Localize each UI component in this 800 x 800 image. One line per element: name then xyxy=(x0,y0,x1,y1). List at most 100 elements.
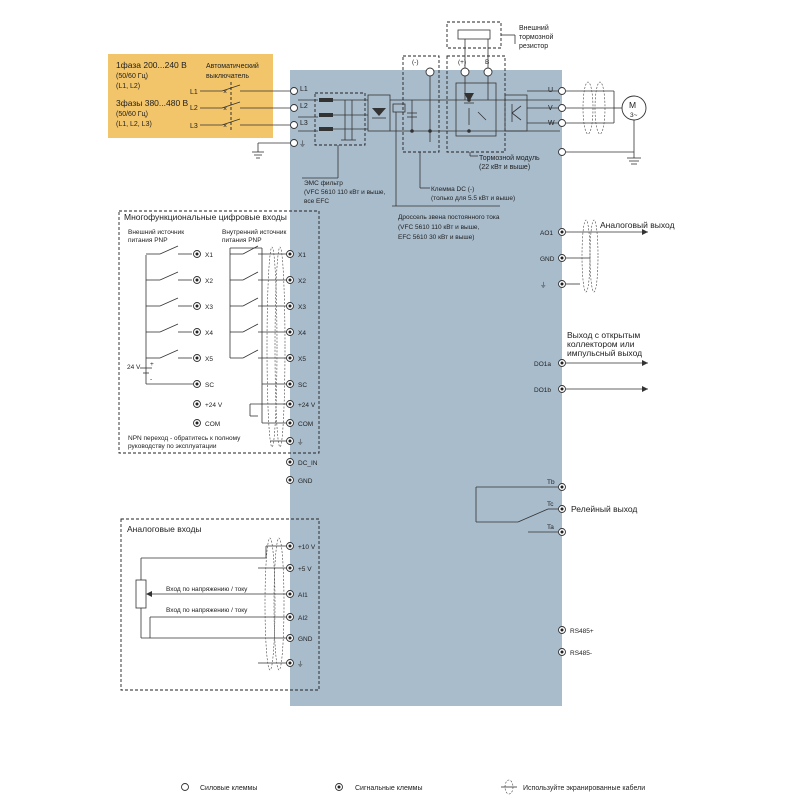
battery-minus: - xyxy=(150,376,152,383)
terminal-label-l1: L1 xyxy=(300,86,308,93)
label-tb: Tb xyxy=(547,479,555,486)
breaker-label-1: Автоматический xyxy=(206,62,259,70)
int-source-label-1: Внутренний источник xyxy=(222,228,286,236)
brake-resistor-label-3: резистор xyxy=(519,43,548,50)
brake-module-label-1: Тормозной модуль xyxy=(479,154,540,162)
analog-label-ai2: AI2 xyxy=(298,615,308,622)
terminal-label-l3: L3 xyxy=(300,120,308,127)
breaker-label-2: выключатель xyxy=(206,73,249,80)
choke-label-3: EFC 5610 30 кВт и выше) xyxy=(398,234,474,241)
int-switches xyxy=(229,245,290,448)
analog-label-10v: +10 V xyxy=(298,544,316,551)
supply-three-phase-lines: (L1, L2, L3) xyxy=(116,121,152,128)
motor-label: M xyxy=(629,100,636,110)
breaker-x-2: × xyxy=(223,106,227,113)
analog-label-gnd: GND xyxy=(298,636,313,643)
legend-signal-label: Сигнальные клеммы xyxy=(355,785,423,792)
ground-icon: ⏚ xyxy=(299,140,306,148)
analog-inputs-box xyxy=(120,518,320,691)
callout-leaders xyxy=(302,112,500,207)
analog-terminal-strip xyxy=(286,542,294,667)
int-source-label-2: питания PNP xyxy=(222,237,262,244)
drive-label-com: COM xyxy=(298,421,313,428)
terminal-label-w: W xyxy=(548,120,555,127)
supply-three-phase: 3фазы 380...480 В xyxy=(116,98,189,108)
drive-label-sc: SC xyxy=(298,382,307,389)
emc-label-2: (VFC 5610 110 кВт и выше, xyxy=(304,189,386,196)
analog-wiring xyxy=(135,537,290,671)
dc-terminal-label-1: Клемма DC (-) xyxy=(431,186,474,193)
analog-output-label: Аналоговый выход xyxy=(600,220,675,230)
choke-label-2: (VFC 5610 110 кВт и выше, xyxy=(398,224,480,231)
drive-label-gnd: GND xyxy=(298,478,313,485)
dc-minus-label: (-) xyxy=(412,59,419,66)
legend-power-icon xyxy=(181,783,189,791)
ground-icon-right: ⏚ xyxy=(540,281,547,289)
analog-label-ai1: AI1 xyxy=(298,592,308,599)
label-ao1: AO1 xyxy=(540,230,553,237)
motor-phase: 3~ xyxy=(630,112,638,119)
drive-label-x4: X4 xyxy=(298,330,306,337)
ext-label-sc: SC xyxy=(205,382,214,389)
terminal-u xyxy=(558,87,566,95)
breaker-x-1: × xyxy=(223,89,227,96)
ground-icon-analog: ⏚ xyxy=(297,660,304,668)
terminal-label-v: V xyxy=(548,105,553,112)
brake-b-label: B xyxy=(485,59,489,66)
battery-plus: + xyxy=(150,361,154,368)
open-collector-label-1: Выход с открытым xyxy=(567,330,640,340)
ext-label-x4: X4 xyxy=(205,330,213,337)
emc-label-3: все EFC xyxy=(304,198,329,205)
drive-label-x5: X5 xyxy=(298,356,306,363)
open-collector-label-2: коллектором или xyxy=(567,339,635,349)
terminal-label-l2: L2 xyxy=(300,103,308,110)
ext-label-24v: +24 V xyxy=(205,402,223,409)
brake-resistor-label-2: тормозной xyxy=(519,33,554,41)
terminal-label-u: U xyxy=(548,87,553,94)
label-ta: Ta xyxy=(547,524,554,531)
drive-body xyxy=(290,70,562,706)
terminal-pe-input xyxy=(290,139,298,147)
ext-label-x3: X3 xyxy=(205,304,213,311)
ext-label-x5: X5 xyxy=(205,356,213,363)
dc-plus-label: (+) xyxy=(458,59,466,66)
line-label-l3: L3 xyxy=(190,123,198,130)
left-terminal-strip xyxy=(286,250,294,484)
ext-label-x2: X2 xyxy=(205,278,213,285)
drive-label-x2: X2 xyxy=(298,278,306,285)
relay-output-label: Релейный выход xyxy=(571,504,637,514)
supply-three-phase-freq: (50/60 Гц) xyxy=(116,111,148,118)
digital-inputs-title: Многофункциональные цифровые входы xyxy=(124,212,287,222)
ground-icon-digital: ⏚ xyxy=(297,438,304,446)
label-do1a: DO1a xyxy=(534,361,551,368)
supply-box xyxy=(108,54,273,138)
ext-source-label-1: Внешний источник xyxy=(128,228,184,236)
terminal-l2 xyxy=(290,104,298,112)
drive-label-x3: X3 xyxy=(298,304,306,311)
analog-label-5v: +5 V xyxy=(298,566,312,573)
label-rs485-plus: RS485+ xyxy=(570,628,594,635)
analog-inputs-title: Аналоговые входы xyxy=(127,524,202,534)
drive-label-x1: X1 xyxy=(298,252,306,259)
terminal-v xyxy=(558,104,566,112)
emc-label-1: ЭМС фильтр xyxy=(304,180,343,187)
right-terminals xyxy=(475,219,648,656)
ext-label-x1: X1 xyxy=(205,252,213,259)
drive-label-24v: +24 V xyxy=(298,402,316,409)
choke-label-1: Дроссель звена постоянного тока xyxy=(398,214,500,221)
motor-output: U V W M 3~ xyxy=(548,81,647,165)
line-label-l2: L2 xyxy=(190,105,198,112)
ext-terminals xyxy=(193,250,201,427)
legend-power-label: Силовые клеммы xyxy=(200,785,257,792)
ai2-caption: Вход по напряжению / току xyxy=(166,607,248,614)
motor-symbol xyxy=(621,95,647,121)
line-label-l1: L1 xyxy=(190,89,198,96)
legend: Силовые клеммы Сигнальные клеммы Использ… xyxy=(181,779,645,795)
ext-label-com: COM xyxy=(205,421,220,428)
terminal-brake-b xyxy=(483,67,493,77)
dc-terminal-label-2: (только для 5.5 кВт и выше) xyxy=(431,195,515,202)
ext-source-label-2: питания PNP xyxy=(128,237,168,244)
terminal-dc-minus xyxy=(425,67,435,77)
power-input-terminals: L1 L2 L3 ⏚ xyxy=(290,86,308,148)
